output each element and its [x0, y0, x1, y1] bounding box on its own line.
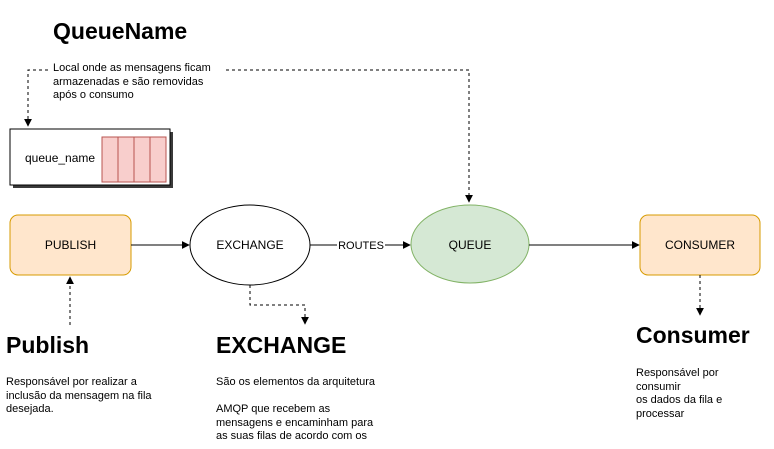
queuename-description-line: armazenadas e são removidas	[53, 75, 204, 88]
publish-description-line: Responsável por realizar a	[6, 376, 137, 388]
queuename-to-queue-connector	[226, 69, 473, 203]
exchange-node-label: EXCHANGE	[216, 238, 283, 252]
publish-node-label: PUBLISH	[45, 238, 96, 252]
exchange-description-line: mensagens e encaminham para	[216, 416, 374, 429]
routes-label: ROUTES	[338, 240, 384, 252]
consumer-title: Consumer	[636, 322, 750, 348]
consumer-description-line: Responsável por	[636, 367, 719, 379]
queuename-description-line: Local onde as mensagens ficam	[53, 62, 211, 74]
exchange-description-line: AMQP que recebem as	[216, 403, 331, 415]
exchange-node-to-text-connector	[249, 285, 309, 325]
queuename-description: Local onde as mensagens ficam armazenada…	[53, 62, 211, 103]
queuename-title: QueueName	[53, 18, 188, 44]
queue-slots	[101, 136, 167, 183]
queue-box-label: queue_name	[25, 151, 95, 165]
queue-slot	[101, 136, 119, 183]
queue-slot	[117, 136, 135, 183]
queue-node	[410, 204, 530, 284]
publish-description-line: desejada.	[6, 403, 54, 415]
queue-slot	[133, 136, 151, 183]
exchange-description-line: as suas filas de acordo com os	[216, 430, 368, 442]
exchange-description: São os elementos da arquitetura	[216, 376, 375, 390]
consumer-description: Responsável por consumir os dados da fil…	[636, 367, 722, 421]
queue-slot	[149, 136, 167, 183]
queue-node-label: QUEUE	[449, 238, 492, 252]
exchange-title: EXCHANGE	[216, 332, 347, 358]
queuename-description-line: após o consumo	[53, 89, 134, 101]
publish-title: Publish	[6, 332, 90, 358]
publish-description: Responsável por realizar a inclusão da m…	[6, 376, 152, 417]
consumer-description-line: consumir	[636, 380, 681, 393]
exchange-description-continued: AMQP que recebem as mensagens e encaminh…	[216, 403, 373, 444]
consumer-description-line: processar	[636, 407, 685, 420]
consumer-node-label: CONSUMER	[665, 238, 735, 252]
publish-description-line: inclusão da mensagem na fila	[6, 389, 152, 402]
consumer-description-line: os dados da fila e	[636, 394, 723, 406]
exchange-description-line: São os elementos da arquitetura	[216, 376, 375, 388]
queuename-to-queuebox-connector	[24, 69, 48, 127]
routes-label-bg	[337, 238, 385, 252]
